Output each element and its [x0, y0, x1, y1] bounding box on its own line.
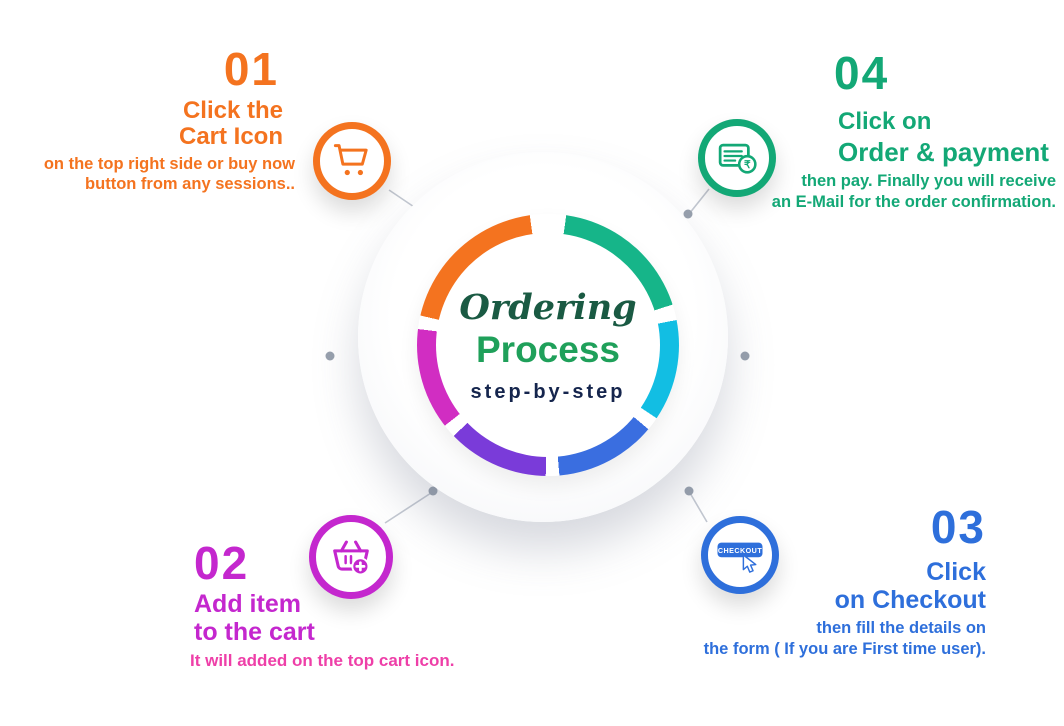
step-03-bubble: CHECKOUT: [701, 516, 779, 594]
step-01-number: 01: [223, 43, 279, 95]
rupee-symbol: ₹: [744, 160, 751, 171]
cart-icon: [331, 140, 373, 182]
connector-dot: [684, 486, 694, 496]
payment-icon: ₹: [715, 136, 759, 180]
step-01-description: on the top right side or buy now button …: [43, 155, 295, 193]
step-02-number: 02: [194, 537, 250, 589]
step-03-heading: Click on Checkout: [834, 558, 986, 614]
step-02-bubble: [309, 515, 393, 599]
center-title-line1: Ordering: [459, 286, 637, 328]
center-label-area: Ordering Process step-by-step: [436, 233, 660, 457]
step-04-heading-line2: Order & payment: [838, 137, 1049, 167]
checkout-icon: CHECKOUT: [713, 528, 767, 582]
step-02-description: It will added on the top cart icon.: [190, 651, 455, 670]
cursor-pointer-glyph: [742, 554, 757, 573]
step-03-number: 03: [930, 501, 986, 553]
center-title-line2: Process: [476, 328, 620, 370]
checkout-button-label: CHECKOUT: [718, 546, 762, 555]
step-01-heading: Click the Cart Icon: [178, 97, 283, 150]
connector-dot: [740, 351, 750, 361]
progress-ring: Ordering Process step-by-step: [417, 214, 679, 476]
step-04-description: then pay. Finally you will receive an E-…: [771, 172, 1056, 211]
basket-add-icon: [328, 534, 374, 580]
step-01-text: 01 Click the Cart Icon on the top right …: [18, 46, 295, 194]
connector-dot: [325, 351, 335, 361]
step-03-description: then fill the details on the form ( If y…: [703, 619, 986, 658]
step-03-text: 03 Click on Checkout then fill the detai…: [704, 504, 986, 660]
step-04-bubble: ₹: [698, 119, 776, 197]
step-02-heading: Add item to the cart: [194, 590, 315, 646]
step-04-heading-line1: Click on: [838, 108, 932, 135]
center-subtitle: step-by-step: [470, 380, 626, 403]
step-04-number: 04: [834, 47, 890, 99]
step-01-bubble: [313, 122, 391, 200]
center-circle: Ordering Process step-by-step: [358, 152, 728, 522]
connector-dot: [683, 209, 693, 219]
